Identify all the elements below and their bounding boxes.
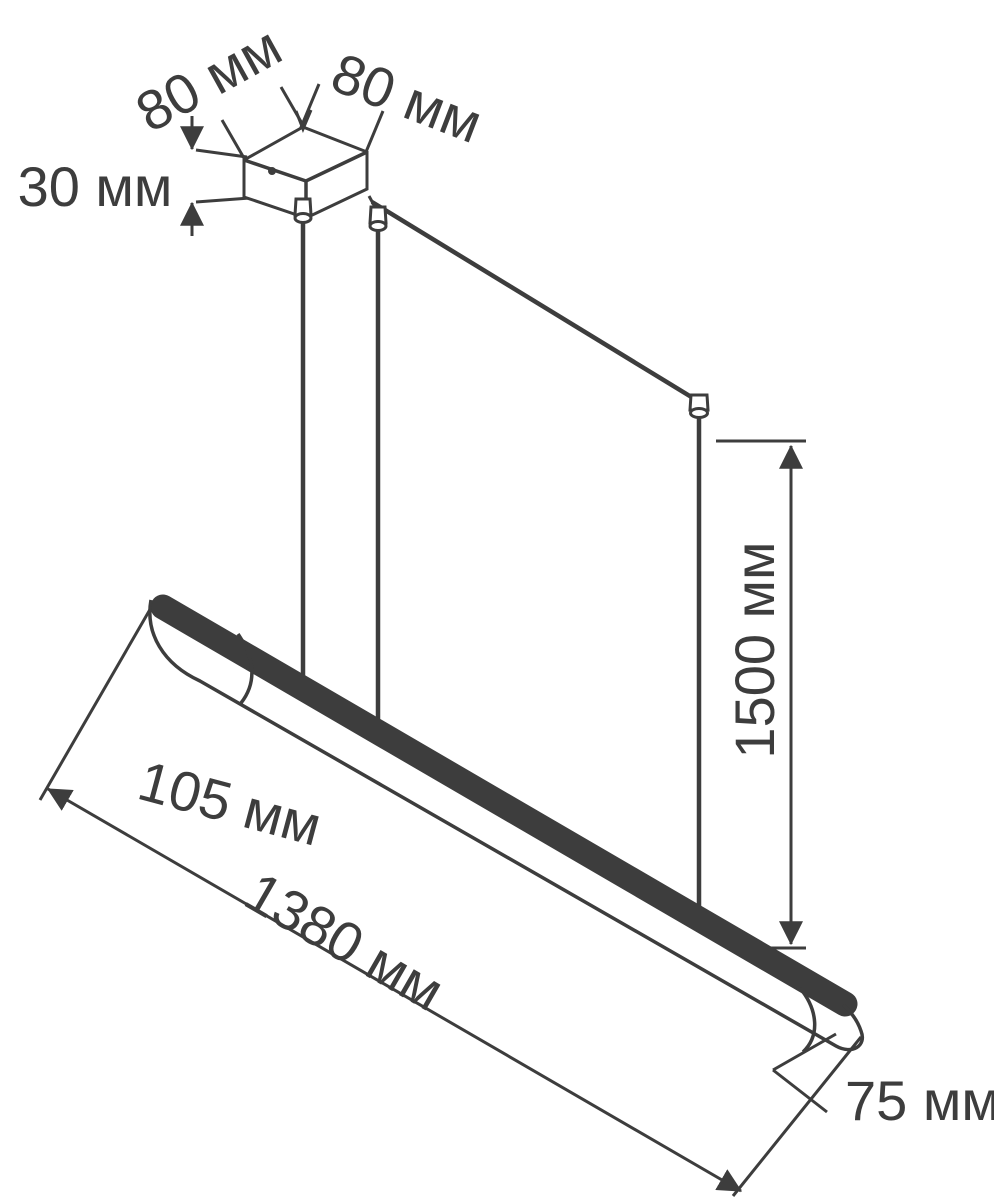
dim-75 — [772, 1032, 837, 1114]
ceiling-attachment-right — [688, 393, 710, 419]
cable-gland-left-nut — [293, 212, 313, 224]
label-canopy-edge-right: 80 мм — [323, 41, 490, 155]
lamp-body — [148, 594, 865, 1054]
cable-diagonal — [370, 200, 695, 400]
cable-gland-right-nut — [689, 407, 709, 419]
lamp-hull-outline — [148, 599, 865, 1052]
canopy-apex-notch — [294, 109, 313, 133]
dim-30 — [180, 116, 251, 236]
dim-1380-ext-left — [38, 605, 154, 801]
cables — [300, 200, 702, 919]
cable-gland-right — [688, 393, 710, 412]
dim-30-ext-bottom — [195, 196, 251, 204]
lamp-front-band — [150, 594, 858, 1017]
label-fixture-width: 75 мм — [845, 1069, 994, 1132]
label-canopy-height: 30 мм — [18, 155, 173, 218]
cable-gland-middle-link — [367, 195, 377, 208]
cable-gland-middle-nut — [368, 220, 388, 232]
canopy — [242, 109, 388, 232]
label-canopy-edge-left: 80 мм — [126, 14, 292, 144]
label-fixture-length: 1380 мм — [235, 860, 455, 1023]
lamp-endcap-left — [236, 633, 254, 705]
dim-1380 — [38, 605, 863, 1197]
label-left-offset: 105 мм — [132, 749, 328, 858]
canopy-screw — [268, 167, 276, 175]
dim-1380-ext-right — [731, 1036, 863, 1197]
dim-75-line-lower — [772, 1068, 828, 1114]
label-suspension-height: 1500 мм — [723, 541, 786, 758]
lamp-endcap-right — [798, 986, 817, 1054]
dim-1380-line — [46, 787, 743, 1193]
labels: 80 мм 80 мм 30 мм 1500 мм 105 мм 1380 мм… — [18, 14, 994, 1132]
dim-30-ext-top — [195, 148, 248, 159]
